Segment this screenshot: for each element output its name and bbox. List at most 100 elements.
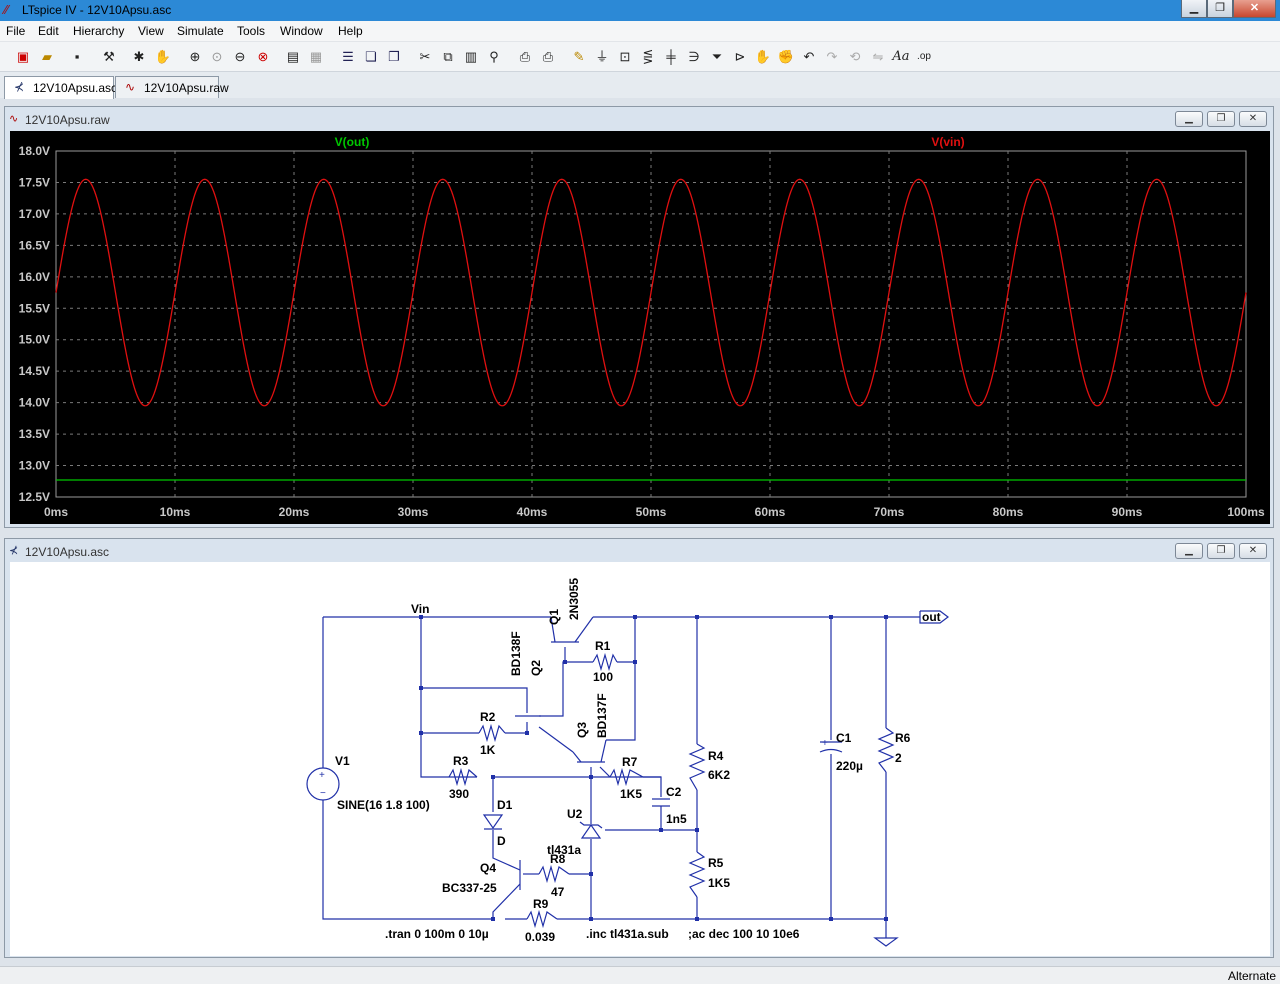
tab-schematic[interactable]: ⊀ 12V10Apsu.asc — [4, 76, 117, 99]
d1-name[interactable]: D1 — [497, 798, 513, 812]
save-icon[interactable]: ▪ — [74, 49, 80, 64]
zoom-fit-icon[interactable]: ⊗ — [257, 49, 269, 64]
capacitor-icon[interactable]: ╪ — [666, 49, 676, 64]
directive-inc[interactable]: .inc tl431a.sub — [586, 927, 669, 941]
restore-button[interactable]: ❐ — [1207, 0, 1233, 18]
plot-restore-button[interactable]: ❐ — [1207, 111, 1235, 127]
directive-ac[interactable]: ;ac dec 100 10 10e6 — [688, 927, 800, 941]
q1-model[interactable]: 2N3055 — [567, 578, 581, 620]
paste-icon[interactable]: ▥ — [464, 49, 478, 64]
d1-model[interactable]: D — [497, 834, 506, 848]
c2-value[interactable]: 1n5 — [666, 812, 687, 826]
zoom-in-icon[interactable]: ⊕ — [189, 49, 201, 64]
r8-name[interactable]: R8 — [550, 852, 566, 866]
schematic-close-button[interactable]: ✕ — [1239, 543, 1267, 559]
control-panel-icon[interactable]: ⚒ — [103, 49, 115, 64]
resistor-icon[interactable]: ⋚ — [642, 49, 654, 64]
component-icon[interactable]: ⊳ — [734, 49, 746, 64]
print-setup-icon[interactable]: ⎙ — [519, 49, 531, 64]
u2-model[interactable]: tl431a — [547, 843, 581, 857]
run-icon[interactable]: ✱ — [133, 49, 145, 64]
close-button[interactable]: ✕ — [1233, 0, 1276, 18]
u2-name[interactable]: U2 — [567, 807, 583, 821]
r6-value[interactable]: 2 — [895, 751, 902, 765]
menu-tools[interactable]: Tools — [237, 24, 266, 38]
net-label-out[interactable]: out — [922, 610, 941, 624]
q3-model[interactable]: BD137F — [595, 693, 609, 738]
schematic-canvas[interactable]: Vin out Q1 2N3055 BD138F Q2 Q3 BD137F R1… — [10, 562, 1270, 956]
r1-name[interactable]: R1 — [595, 639, 611, 653]
grid-icon[interactable]: ▦ — [309, 49, 323, 64]
schematic-minimize-button[interactable]: ▁ — [1175, 543, 1203, 559]
c1-name[interactable]: C1 — [836, 731, 852, 745]
r4-name[interactable]: R4 — [708, 749, 724, 763]
minimize-button[interactable]: ▁ — [1181, 0, 1207, 18]
v1-name[interactable]: V1 — [335, 754, 350, 768]
r5-value[interactable]: 1K5 — [708, 876, 730, 890]
r7-name[interactable]: R7 — [622, 755, 638, 769]
r8-value[interactable]: 47 — [551, 885, 565, 899]
inductor-icon[interactable]: ∋ — [688, 49, 700, 64]
r6-name[interactable]: R6 — [895, 731, 911, 745]
cascade-icon[interactable]: ❏ — [365, 49, 377, 64]
pan-hand-icon[interactable]: ✋ — [154, 49, 172, 64]
diode-icon[interactable]: ⏷ — [711, 49, 723, 64]
r2-name[interactable]: R2 — [480, 710, 496, 724]
print-icon[interactable]: ⎙ — [542, 49, 554, 64]
r9-value[interactable]: 0.039 — [525, 930, 555, 944]
r3-value[interactable]: 390 — [449, 787, 469, 801]
c1-value[interactable]: 220µ — [836, 759, 863, 773]
menu-hierarchy[interactable]: Hierarchy — [73, 24, 125, 38]
open-folder-icon[interactable]: ▰ — [42, 49, 52, 64]
q3-name[interactable]: Q3 — [575, 722, 589, 738]
r2-value[interactable]: 1K — [480, 743, 496, 757]
draw-wire-icon[interactable]: ✎ — [573, 49, 585, 64]
legend-vout[interactable]: V(out) — [335, 135, 370, 149]
r1-value[interactable]: 100 — [593, 670, 613, 684]
new-schematic-icon[interactable]: ▣ — [16, 49, 30, 64]
plot-close-button[interactable]: ✕ — [1239, 111, 1267, 127]
net-label-vin[interactable]: Vin — [411, 602, 429, 616]
q4-model[interactable]: BC337-25 — [442, 881, 497, 895]
ground-icon[interactable]: ⏚ — [595, 49, 609, 64]
r3-name[interactable]: R3 — [453, 754, 469, 768]
find-icon[interactable]: ⚲ — [489, 49, 499, 64]
q2-name[interactable]: Q2 — [529, 660, 543, 676]
c2-name[interactable]: C2 — [666, 785, 682, 799]
q1-name[interactable]: Q1 — [547, 609, 561, 625]
autorange-icon[interactable]: ▤ — [286, 49, 300, 64]
menu-help[interactable]: Help — [338, 24, 363, 38]
q4-name[interactable]: Q4 — [480, 861, 496, 875]
redo-icon[interactable]: ↷ — [826, 49, 838, 64]
directive-tran[interactable]: .tran 0 100m 0 10µ — [385, 927, 489, 941]
menu-simulate[interactable]: Simulate — [177, 24, 224, 38]
drag-icon[interactable]: ✊ — [777, 49, 795, 64]
label-net-icon[interactable]: ⊡ — [619, 49, 631, 64]
mirror-icon[interactable]: ⇋ — [872, 49, 884, 64]
r5-name[interactable]: R5 — [708, 856, 724, 870]
schematic-restore-button[interactable]: ❐ — [1207, 543, 1235, 559]
q2-model[interactable]: BD138F — [509, 631, 523, 676]
text-icon[interactable]: Aa — [892, 49, 910, 64]
spice-directive-icon[interactable]: .op — [917, 51, 931, 62]
tile-horizontal-icon[interactable]: ☰ — [342, 49, 354, 64]
undo-icon[interactable]: ↶ — [803, 49, 815, 64]
v1-value[interactable]: SINE(16 1.8 100) — [337, 798, 430, 812]
r7-value[interactable]: 1K5 — [620, 787, 642, 801]
tile-vertical-icon[interactable]: ❐ — [388, 49, 400, 64]
rotate-icon[interactable]: ⟲ — [849, 49, 861, 64]
cut-icon[interactable]: ✂ — [419, 49, 431, 64]
menu-file[interactable]: File — [6, 24, 26, 38]
menu-edit[interactable]: Edit — [38, 24, 59, 38]
r9-name[interactable]: R9 — [533, 897, 549, 911]
zoom-out-icon[interactable]: ⊖ — [234, 49, 246, 64]
menu-window[interactable]: Window — [280, 24, 323, 38]
legend-vvin[interactable]: V(vin) — [931, 135, 964, 149]
r4-value[interactable]: 6K2 — [708, 768, 730, 782]
zoom-pan-icon[interactable]: ⊙ — [211, 49, 223, 64]
plot-minimize-button[interactable]: ▁ — [1175, 111, 1203, 127]
copy-icon[interactable]: ⧉ — [443, 49, 453, 64]
move-icon[interactable]: ✋ — [754, 49, 772, 64]
menu-view[interactable]: View — [138, 24, 164, 38]
